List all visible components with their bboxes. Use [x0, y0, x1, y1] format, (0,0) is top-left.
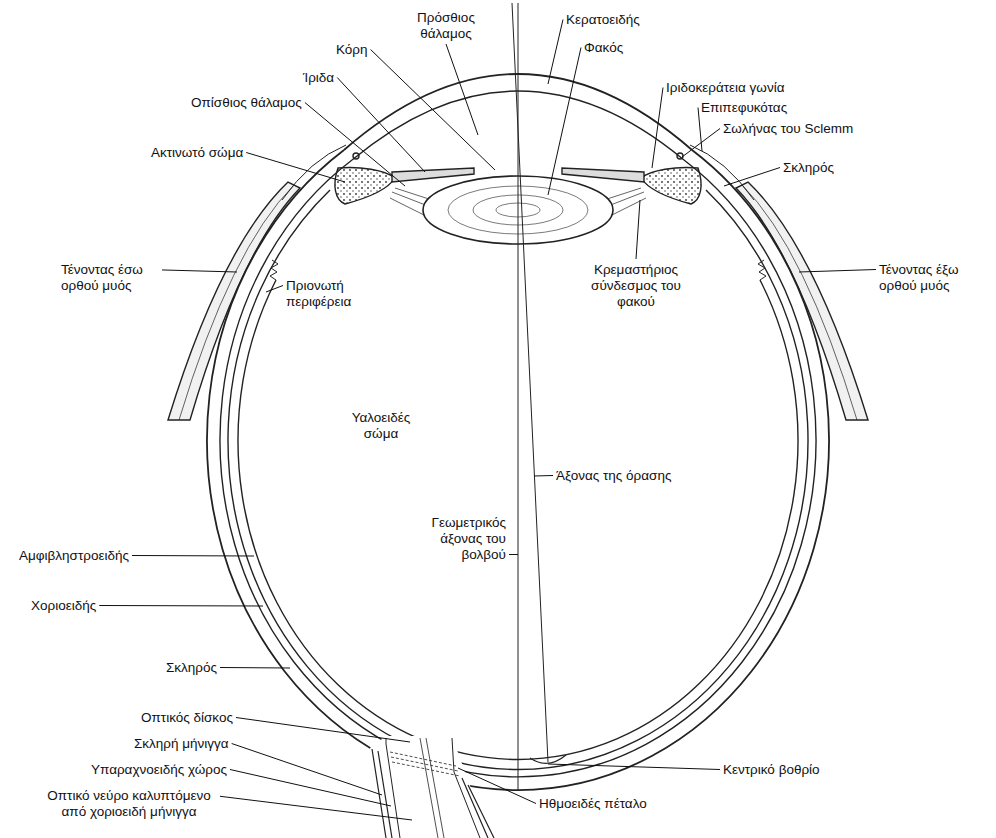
part-label: Πρόσθιος θάλαμος: [400, 10, 492, 42]
leader-line: [446, 44, 478, 135]
part-label: Σκληρός: [165, 660, 218, 676]
part-label: Ηθμοειδές πέταλο: [538, 796, 648, 812]
leader-line: [236, 718, 410, 743]
part-label: Άξονας της όρασης: [555, 468, 672, 484]
ora-serrata: [270, 260, 278, 280]
ora-serrata: [758, 260, 766, 280]
part-label: Γεωμετρικός άξονας του βολβού: [395, 515, 507, 563]
part-label: Οπτικό νεύρο καλυπτόμενο από χοριοειδή μ…: [38, 788, 220, 820]
part-label: Σωλήνας του Sclemm: [722, 121, 854, 137]
part-label: Τένοντας έσω ορθού μυός: [60, 262, 162, 294]
pia-mater: [386, 744, 480, 838]
leader-line: [266, 286, 283, 293]
optic-disc-cover: [370, 736, 496, 838]
leader-line: [652, 88, 663, 169]
leader-line: [548, 764, 720, 770]
ciliary-body: [641, 167, 701, 204]
part-label: Κεντρικό βοθρίο: [722, 762, 821, 778]
leader-line: [337, 78, 425, 173]
part-label: Σκληρός: [782, 160, 835, 176]
leader-line: [132, 555, 254, 557]
leader-line: [99, 605, 263, 607]
part-label: Φακός: [583, 40, 624, 56]
part-label: Ίριδα: [302, 70, 335, 86]
part-label: Οπτικός δίσκος: [140, 710, 234, 726]
part-label: Σκληρή μήνιγγα: [133, 736, 230, 752]
leader-line: [458, 768, 536, 804]
optic-disc-edge: [386, 738, 454, 772]
part-label: Κόρη: [335, 42, 369, 58]
part-label: Επιπεφυκότας: [700, 100, 788, 116]
schlemm-canal: [677, 153, 683, 159]
iris: [562, 168, 644, 182]
part-label: Χοριοειδής: [30, 598, 97, 614]
part-label: Οπίσθιος θάλαμος: [190, 95, 303, 111]
part-label: Κερατοειδής: [565, 12, 641, 28]
part-label: Αμφιβληστροειδής: [18, 548, 130, 564]
leader-line: [214, 796, 412, 821]
leader-line: [682, 129, 720, 158]
leader-line: [636, 200, 640, 259]
leader-line: [371, 50, 495, 171]
leader-line: [799, 270, 876, 273]
leader-line: [548, 20, 563, 85]
part-label: Ιριδοκεράτεια γωνία: [665, 80, 785, 96]
part-label: Υπαραχνοειδής χώρος: [90, 762, 228, 778]
leader-line: [548, 48, 581, 196]
dura-mater: [462, 778, 494, 838]
visual-axis: [512, 3, 548, 762]
leader-line: [724, 168, 780, 187]
iris: [392, 168, 474, 182]
central-vessels: [420, 738, 444, 838]
part-label: Τένοντας έξω ορθού μυός: [878, 262, 980, 294]
leader-line: [246, 153, 345, 183]
part-label: Υαλοειδές σώμα: [340, 410, 422, 442]
schlemm-canal: [353, 153, 359, 159]
part-label: Κρεμαστήριος σύνδεσμος του φακού: [590, 262, 682, 310]
leader-line: [534, 475, 553, 477]
part-label: Ακτινωτό σώμα: [150, 145, 244, 161]
leader-line: [509, 554, 518, 555]
ciliary-body: [335, 167, 395, 204]
leader-line: [305, 103, 405, 187]
part-label: Πριονωτή περιφέρεια: [285, 278, 377, 310]
leader-line: [220, 667, 290, 669]
